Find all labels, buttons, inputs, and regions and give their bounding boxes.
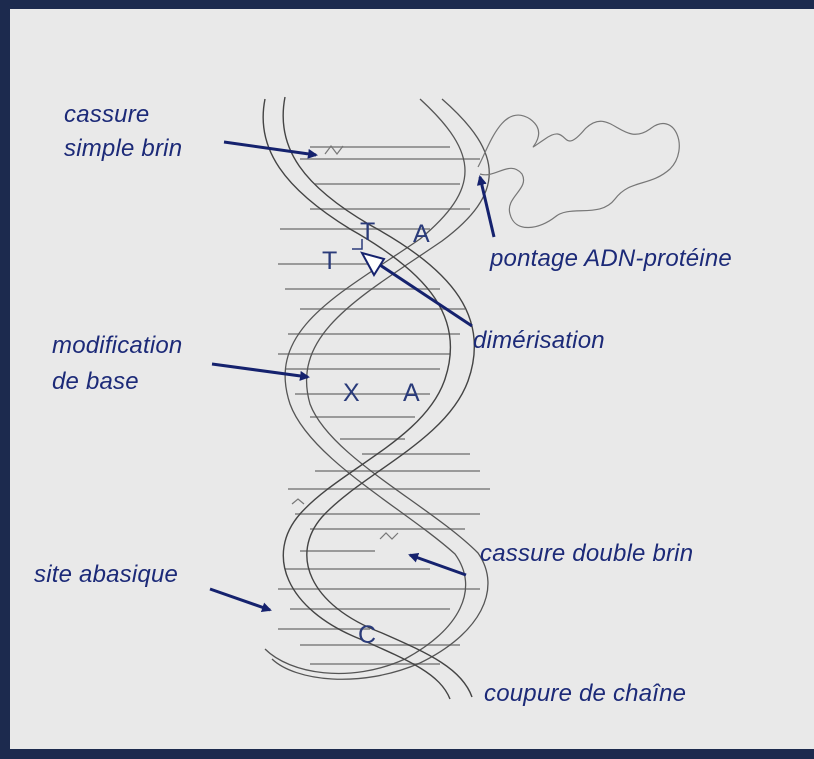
- label-dna-protein-crosslink: pontage ADN-protéine: [490, 242, 732, 275]
- protein-crosslink-squiggle: [478, 115, 679, 227]
- arrow-single-strand-break: [224, 142, 316, 155]
- base-t-upper: T: [360, 220, 375, 245]
- diagram-panel: T T A X A C cassure simple brin pontage …: [10, 9, 814, 749]
- base-pair-rungs: [278, 147, 490, 664]
- base-a-modified-pair: A: [403, 381, 420, 406]
- label-dimerisation: dimérisation: [473, 324, 605, 357]
- dna-strand-back: [265, 99, 489, 679]
- label-double-strand-break: cassure double brin: [480, 537, 693, 570]
- base-t-lower: T: [322, 249, 337, 274]
- arrow-base-modification: [212, 364, 308, 377]
- label-base-modification-line1: modification: [52, 329, 182, 362]
- base-c: C: [358, 623, 376, 648]
- base-a-dimer: A: [413, 222, 430, 247]
- annotation-arrows: [210, 142, 494, 610]
- label-single-strand-break-line2: simple brin: [64, 132, 182, 165]
- arrow-abasic-site: [210, 589, 270, 610]
- label-single-strand-break-line1: cassure: [64, 98, 149, 131]
- strand-break-marks: [292, 146, 398, 539]
- label-abasic-site: site abasique: [34, 558, 178, 591]
- label-base-modification-line2: de base: [52, 365, 139, 398]
- label-chain-cut: coupure de chaîne: [484, 677, 686, 710]
- base-x-modified: X: [343, 381, 360, 406]
